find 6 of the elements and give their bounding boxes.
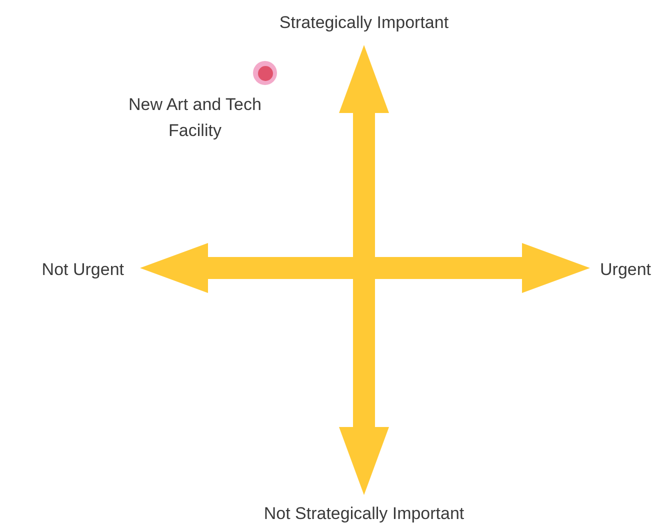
data-point xyxy=(253,61,277,85)
point-label: New Art and Tech Facility xyxy=(128,94,262,142)
axis-label: Not Strategically Important xyxy=(264,504,464,524)
axis-label: Strategically Important xyxy=(279,13,449,33)
axis-label: Not Urgent xyxy=(42,260,124,280)
axis-label: Urgent xyxy=(600,260,652,280)
